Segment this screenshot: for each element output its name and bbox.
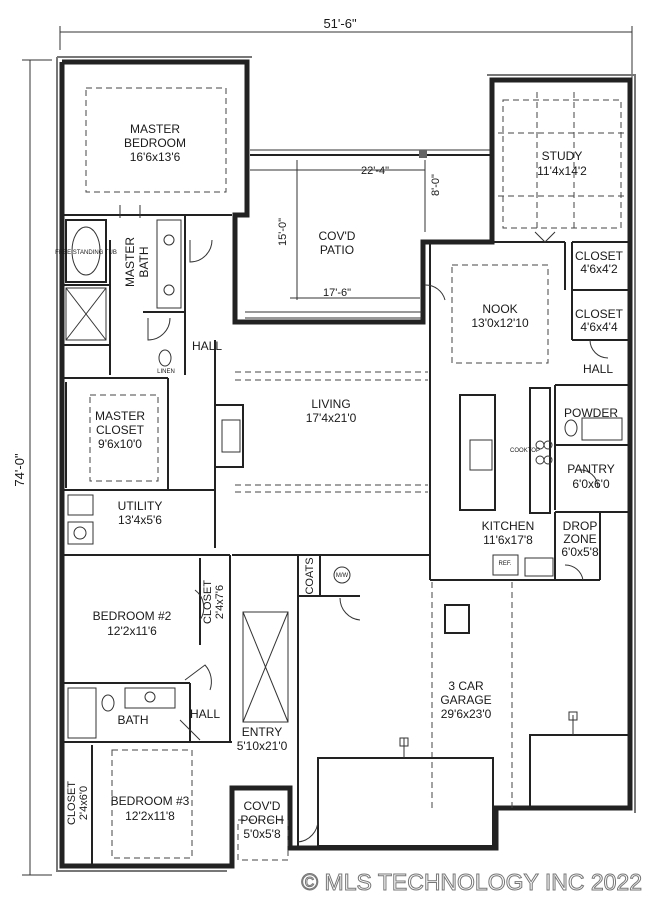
master-bedroom-name2: BEDROOM (124, 136, 186, 150)
drop-zone-name2: ZONE (563, 532, 596, 546)
garage-name1: 3 CAR (448, 679, 484, 693)
bedroom3-size: 12'2x11'8 (125, 809, 175, 823)
garage-size: 29'6x23'0 (441, 707, 492, 721)
entry-column (242, 611, 289, 723)
garage-doors (317, 604, 631, 847)
study-size: 11'4x14'2 (537, 164, 587, 178)
hall-right-name: HALL (583, 362, 613, 376)
pantry-size: 6'0x6'0 (572, 477, 610, 491)
closet-bed2-size: 2'4x7'6 (214, 585, 226, 619)
mw-label: M/W (336, 573, 349, 579)
kitchen-size: 11'6x17'8 (483, 533, 533, 547)
ceiling-lines (85, 87, 625, 861)
bedroom3-name: BEDROOM #3 (111, 794, 190, 808)
entry-name: ENTRY (242, 725, 282, 739)
room-labels: MASTER BEDROOM 16'6x13'6 STUDY 11'4x14'2… (66, 122, 624, 841)
door-swings (119, 205, 609, 843)
closet-b-size: 4'6x4'4 (580, 320, 618, 334)
closet-bed3-size: 2'4x6'0 (78, 786, 90, 820)
kitchen-name: KITCHEN (482, 519, 535, 533)
overall-width-label: 51'-6" (323, 16, 357, 31)
cooktop-label: COOKTOP (510, 448, 540, 454)
exterior-walls (56, 56, 636, 872)
bedroom2-size: 12'2x11'6 (107, 624, 157, 638)
pantry-name: PANTRY (567, 462, 615, 476)
study-name: STUDY (542, 149, 583, 163)
bath-fixtures (65, 219, 351, 739)
utility-size: 13'4x5'6 (118, 513, 162, 527)
closet-a-size: 4'6x4'2 (580, 262, 618, 276)
hall-master-name: HALL (192, 339, 222, 353)
copyright-watermark: © MLS TECHNOLOGY INC 2022 (301, 869, 642, 895)
patio-width-dim: 22'-4" (361, 165, 389, 177)
patio-name1: COV'D (319, 229, 356, 243)
powder-name: POWDER (564, 406, 618, 420)
utility-name: UTILITY (118, 499, 163, 513)
bath-name: BATH (117, 713, 148, 727)
kitchen-fixtures (459, 387, 623, 577)
closet-bed2-name: CLOSET (202, 580, 214, 624)
ref-label: REF. (498, 561, 511, 567)
master-closet-name1: MASTER (95, 409, 145, 423)
porch-name2: PORCH (240, 813, 283, 827)
master-closet-name2: CLOSET (96, 423, 145, 437)
tub-note: FREE STANDING TUB (55, 250, 117, 256)
porch-name1: COV'D (244, 799, 281, 813)
master-closet-size: 9'6x10'0 (98, 437, 142, 451)
closet-a-name: CLOSET (575, 249, 624, 263)
bedroom2-name: BEDROOM #2 (93, 609, 172, 623)
drop-zone-size: 6'0x5'8 (561, 545, 599, 559)
nook-name: NOOK (482, 302, 517, 316)
living-name: LIVING (311, 397, 350, 411)
patio-outline (245, 149, 490, 319)
hall-bath-name: HALL (190, 707, 220, 721)
nook-size: 13'0x12'10 (471, 316, 529, 330)
living-size: 17'4x21'0 (306, 411, 357, 425)
porch-size: 5'0x5'8 (243, 827, 281, 841)
master-bath-name1: MASTER (123, 237, 137, 287)
master-bedroom-size: 16'6x13'6 (130, 150, 181, 164)
master-bath-name2: BATH (137, 246, 151, 277)
patio-depth-dim: 15'-0" (277, 218, 289, 246)
closet-bed3-name: CLOSET (66, 781, 78, 825)
interior-walls (62, 214, 630, 864)
patio-side-dim: 8'-0" (430, 174, 442, 196)
patio-name2: PATIO (320, 243, 354, 257)
coats-name: COATS (304, 557, 316, 594)
entry-size: 5'10x21'0 (237, 739, 288, 753)
linen-label: LINEN (157, 369, 175, 375)
closet-b-name: CLOSET (575, 307, 624, 321)
overall-depth-label: 74'-0" (12, 453, 27, 487)
dimension-lines (22, 26, 633, 876)
garage-name2: GARAGE (440, 693, 491, 707)
patio-inner-dim: 17'-6" (323, 287, 351, 299)
drop-zone-name1: DROP (563, 519, 598, 533)
master-bedroom-name1: MASTER (130, 122, 180, 136)
